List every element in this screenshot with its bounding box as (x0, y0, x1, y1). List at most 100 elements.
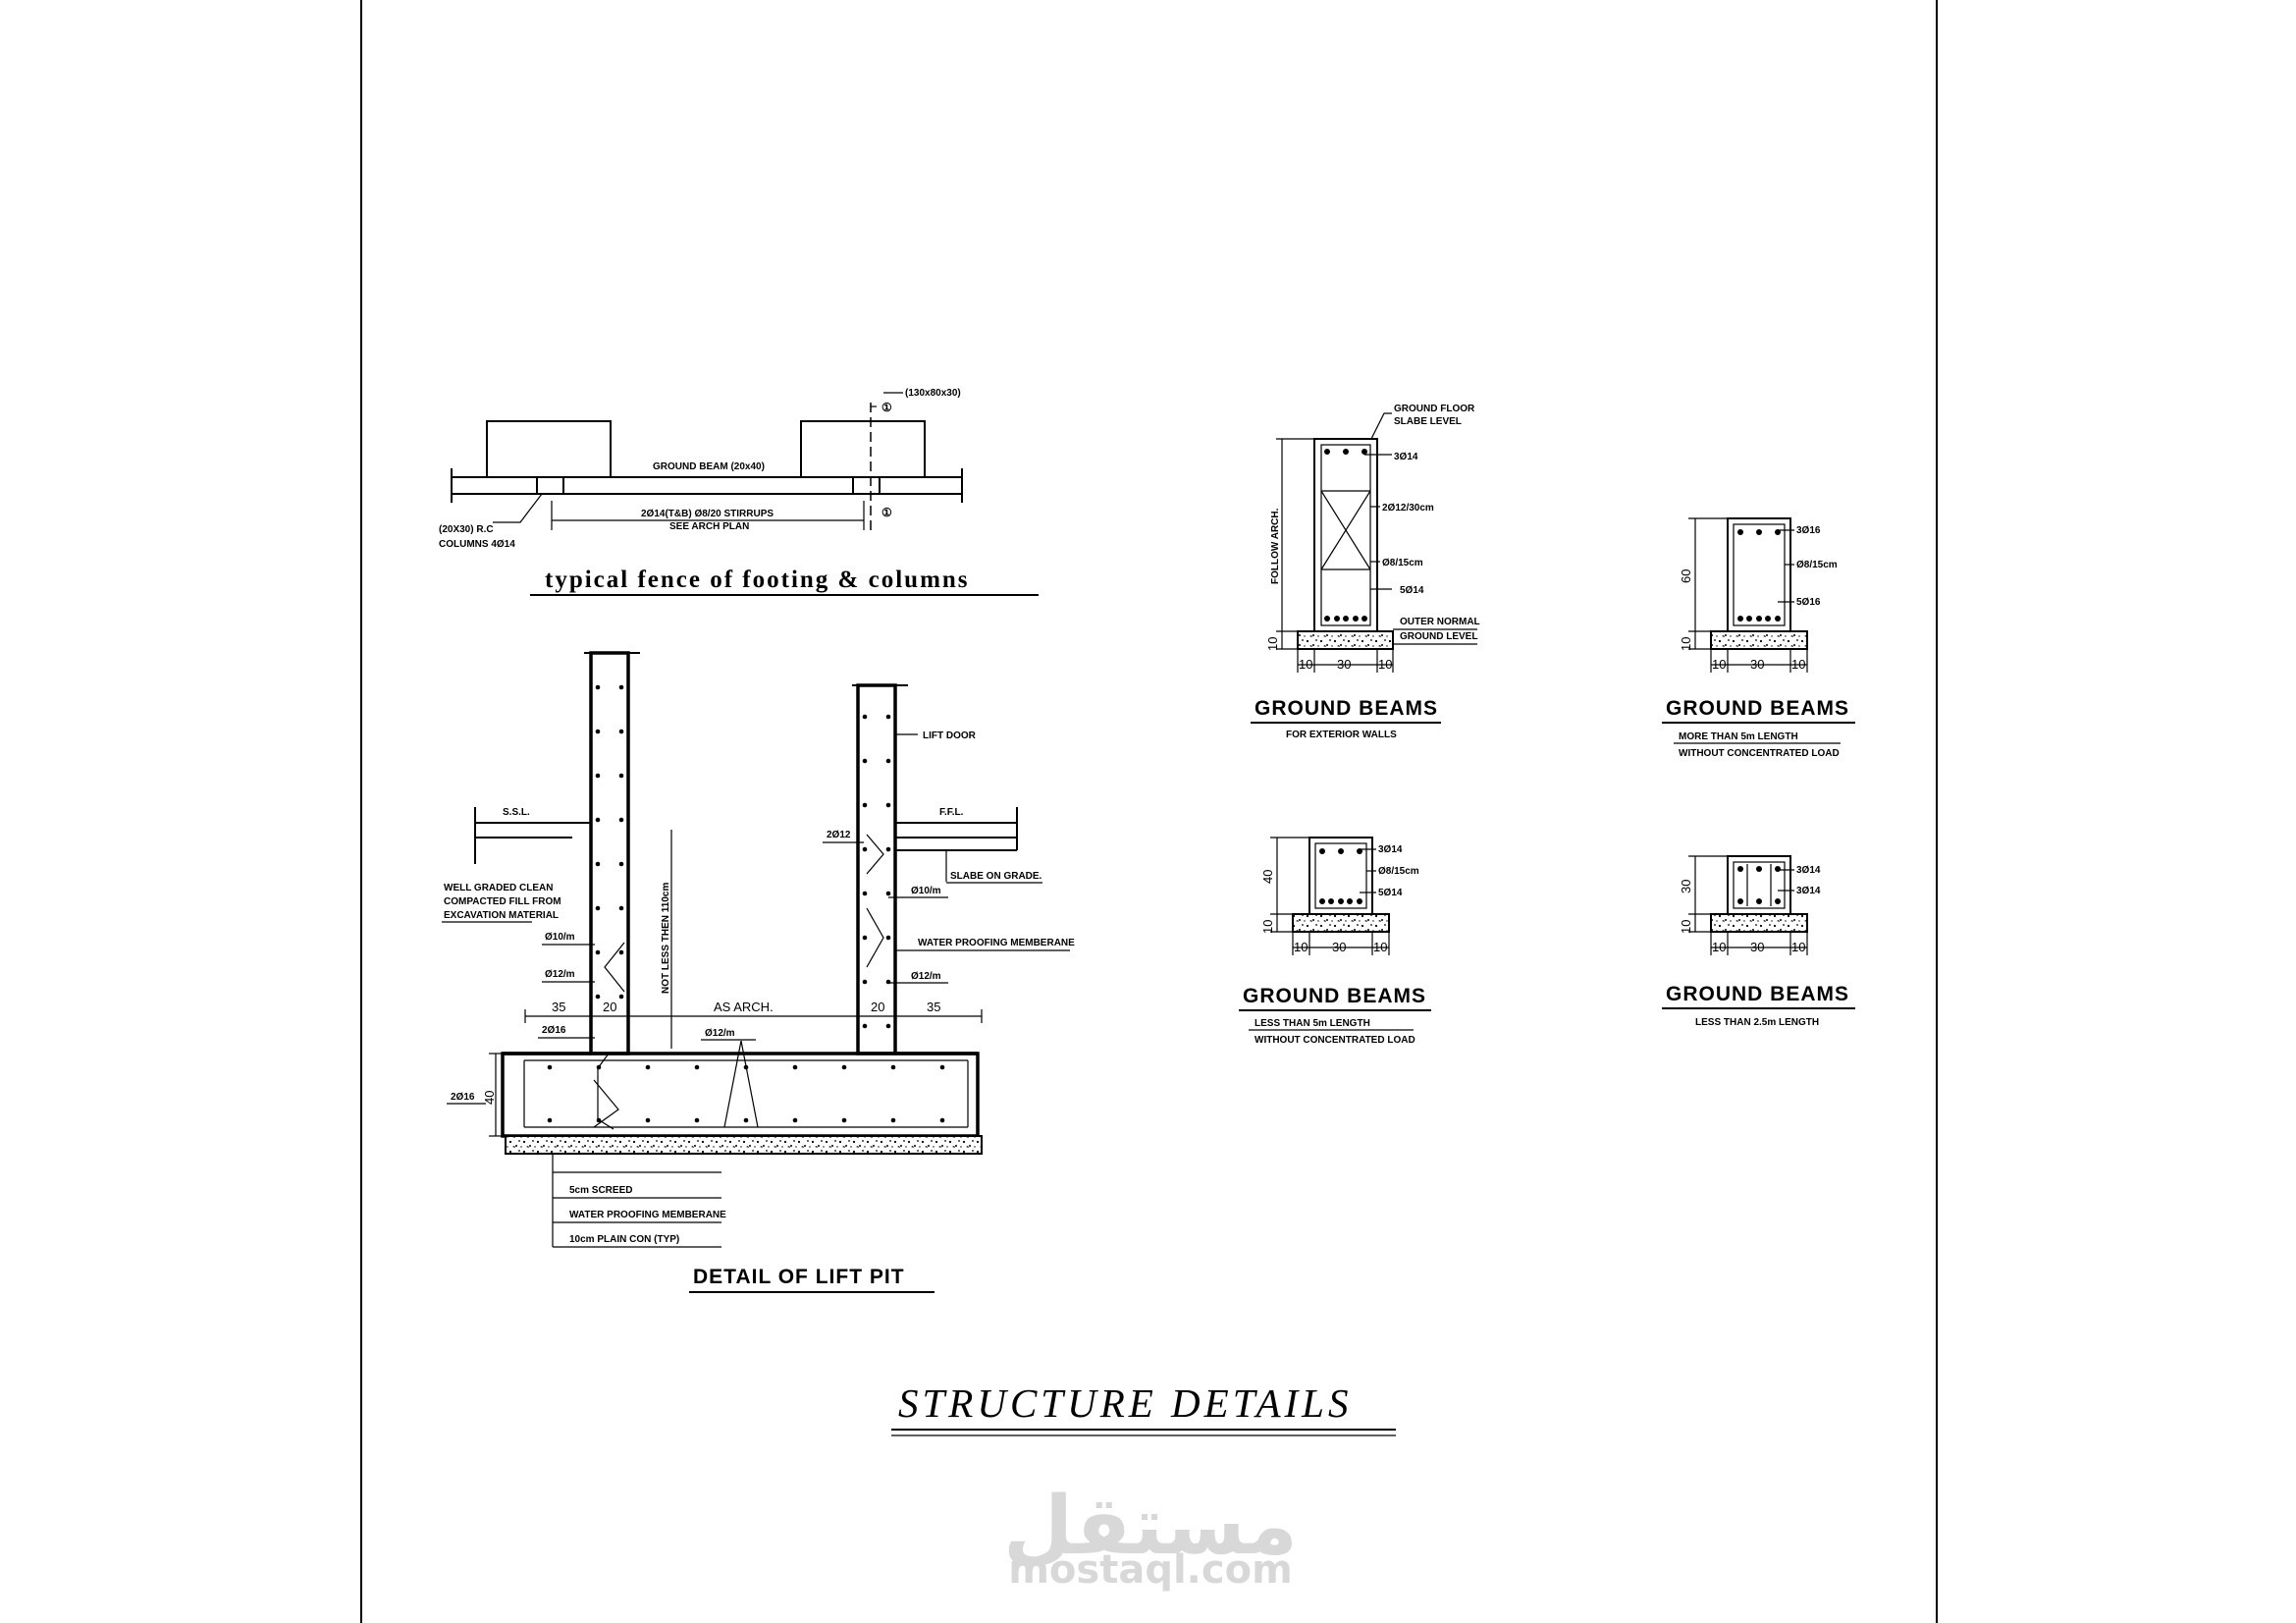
pit-lean-concrete (505, 1135, 983, 1155)
beam1-bottom-bar: 5Ø14 (1400, 585, 1424, 596)
beam4-dim-c: 10 (1791, 940, 1805, 954)
beam1-side-bar: 2Ø12/30cm (1382, 503, 1434, 514)
rebar-o12-left: Ø12/m (545, 969, 575, 980)
fill-label-2: COMPACTED FILL FROM (444, 896, 561, 907)
beam1-top-bar: 3Ø14 (1394, 452, 1418, 462)
watermark: مستقل mostaql.com (1003, 1480, 1298, 1593)
beam4-top-bar: 3Ø14 (1796, 865, 1821, 876)
lift-pit-title: DETAIL OF LIFT PIT (693, 1266, 905, 1288)
pit-base-slab (501, 1052, 980, 1138)
beam1-sub: FOR EXTERIOR WALLS (1286, 730, 1397, 740)
waterproofing-bottom-label: WATER PROOFING MEMBERANE (569, 1210, 726, 1220)
rebar-o12-right: Ø12/m (911, 971, 941, 982)
rebar-2o16-side: 2Ø16 (451, 1092, 475, 1103)
beam1-ground-floor-1: GROUND FLOOR (1394, 404, 1475, 414)
slab-on-grade-label: SLABE ON GRADE. (950, 871, 1042, 882)
beam3-dim-height: 40 (1260, 870, 1275, 884)
beam4-title: GROUND BEAMS (1666, 983, 1849, 1005)
beam2-top-bar: 3Ø16 (1796, 525, 1821, 536)
grid-mark-bottom: ① (881, 506, 892, 519)
waterproofing-right-label: WATER PROOFING MEMBERANE (918, 938, 1075, 948)
dim-35-left: 35 (552, 1000, 565, 1014)
footing-right (800, 420, 926, 478)
rebar-o12-mid: Ø12/m (705, 1028, 735, 1039)
not-less-label: NOT LESS THEN 110cm (661, 883, 671, 994)
beam2-bottom-bar: 5Ø16 (1796, 597, 1821, 608)
dim-35-right: 35 (927, 1000, 940, 1014)
beam4-dim-b: 30 (1750, 940, 1764, 954)
fence-title: typical fence of footing & columns (545, 567, 970, 593)
footing-left (486, 420, 612, 478)
fill-label-1: WELL GRADED CLEAN (444, 883, 553, 893)
screed-label: 5cm SCREED (569, 1185, 632, 1196)
beam2-stirrups: Ø8/15cm (1796, 560, 1838, 570)
main-title-block: STRUCTURE DETAILS (891, 1380, 1396, 1436)
beam3-sub1: LESS THAN 5m LENGTH (1255, 1018, 1370, 1029)
fence-rebar-label: 2Ø14(T&B) Ø8/20 STIRRUPS (641, 509, 774, 519)
dim-20-left: 20 (603, 1000, 616, 1014)
ground-beam-less-than-2-5m: 30 10 3Ø14 3Ø14 10 30 10 GROUND BEAMS LE… (1662, 855, 1855, 1028)
see-arch-label: SEE ARCH PLAN (669, 521, 749, 532)
wall-rebar-dots (547, 684, 945, 1123)
beam4-dim-a: 10 (1712, 940, 1726, 954)
beam1-dim-a: 10 (1299, 657, 1312, 672)
beam1-follow-label: FOLLOW ARCH. (1270, 508, 1281, 584)
beam3-dim-lean: 10 (1260, 920, 1275, 934)
lift-pit-detail: S.S.L. F.F.L. (442, 651, 1075, 1293)
beam2-dim-a: 10 (1712, 657, 1726, 672)
watermark-latin: mostaql.com (1008, 1547, 1293, 1593)
sheet-border (360, 0, 1938, 1623)
rebar-o10-left: Ø10/m (545, 932, 575, 943)
beam1-ground-floor-2: SLABE LEVEL (1394, 416, 1462, 427)
beam2-dim-b: 30 (1750, 657, 1764, 672)
fill-label-3: EXCAVATION MATERIAL (444, 910, 559, 921)
beam3-dim-c: 10 (1373, 940, 1387, 954)
beam1-dim-c: 10 (1378, 657, 1392, 672)
ground-beam-more-than-5m: 60 10 3Ø16 Ø8/15cm 5Ø16 10 30 10 GROUND … (1662, 517, 1855, 759)
beam2-dim-lean: 10 (1679, 637, 1693, 651)
beam3-bottom-bar: 5Ø14 (1378, 888, 1403, 898)
fence-detail: ① ① (130x80x30) GROUND BEAM (20x40) 2Ø14… (439, 388, 1039, 596)
beam1-dim-lean: 10 (1265, 637, 1280, 651)
beam1-outer-2: GROUND LEVEL (1400, 631, 1477, 642)
dim-20-right: 20 (871, 1000, 884, 1014)
beam4-sub1: LESS THAN 2.5m LENGTH (1695, 1017, 1819, 1028)
footing-size-label: (130x80x30) (905, 388, 961, 399)
beam3-dim-a: 10 (1294, 940, 1308, 954)
rebar-2o16-top: 2Ø16 (542, 1025, 566, 1036)
ssl-label: S.S.L. (503, 807, 530, 818)
grid-mark-top: ① (881, 401, 892, 414)
beam1-stirrups: Ø8/15cm (1382, 558, 1423, 568)
as-arch-label: AS ARCH. (714, 1000, 774, 1014)
beam2-dim-height: 60 (1679, 569, 1693, 583)
beam4-bottom-bar: 3Ø14 (1796, 886, 1821, 896)
rebar-2o12-label: 2Ø12 (827, 830, 851, 840)
beam2-sub1: MORE THAN 5m LENGTH (1679, 731, 1798, 742)
beam3-top-bar: 3Ø14 (1378, 844, 1403, 855)
ffl-label: F.F.L. (939, 807, 964, 818)
beam3-stirrups: Ø8/15cm (1378, 866, 1419, 877)
columns-label-1: (20X30) R.C (439, 524, 494, 535)
beam3-title: GROUND BEAMS (1243, 985, 1426, 1007)
beam1-title: GROUND BEAMS (1255, 697, 1438, 720)
beam2-title: GROUND BEAMS (1666, 697, 1849, 720)
beam1-dim-b: 30 (1337, 657, 1351, 672)
beam4-dim-lean: 10 (1679, 920, 1693, 934)
beam1-outer-1: OUTER NORMAL (1400, 617, 1480, 627)
watermark-arabic: مستقل (1003, 1480, 1298, 1573)
plain-con-label: 10cm PLAIN CON (TYP) (569, 1234, 679, 1245)
beam4-dim-height: 30 (1679, 880, 1693, 893)
dim-40-pit: 40 (482, 1091, 497, 1105)
rebar-o10-right: Ø10/m (911, 886, 941, 896)
ground-beam-exterior-walls: FOLLOW ARCH. 10 GROUND FLOOR SLABE LEVEL… (1251, 404, 1480, 740)
lift-door-label: LIFT DOOR (923, 730, 977, 741)
ground-beam-less-than-5m: 40 10 3Ø14 Ø8/15cm 5Ø14 10 30 10 GROUND … (1239, 837, 1431, 1046)
beam3-dim-b: 30 (1332, 940, 1346, 954)
ground-beam-label: GROUND BEAM (20x40) (653, 461, 765, 472)
beam2-dim-c: 10 (1791, 657, 1805, 672)
beam2-sub2: WITHOUT CONCENTRATED LOAD (1679, 748, 1840, 759)
beam3-sub2: WITHOUT CONCENTRATED LOAD (1255, 1035, 1415, 1046)
columns-label-2: COLUMNS 4Ø14 (439, 539, 515, 550)
main-title: STRUCTURE DETAILS (898, 1380, 1352, 1426)
